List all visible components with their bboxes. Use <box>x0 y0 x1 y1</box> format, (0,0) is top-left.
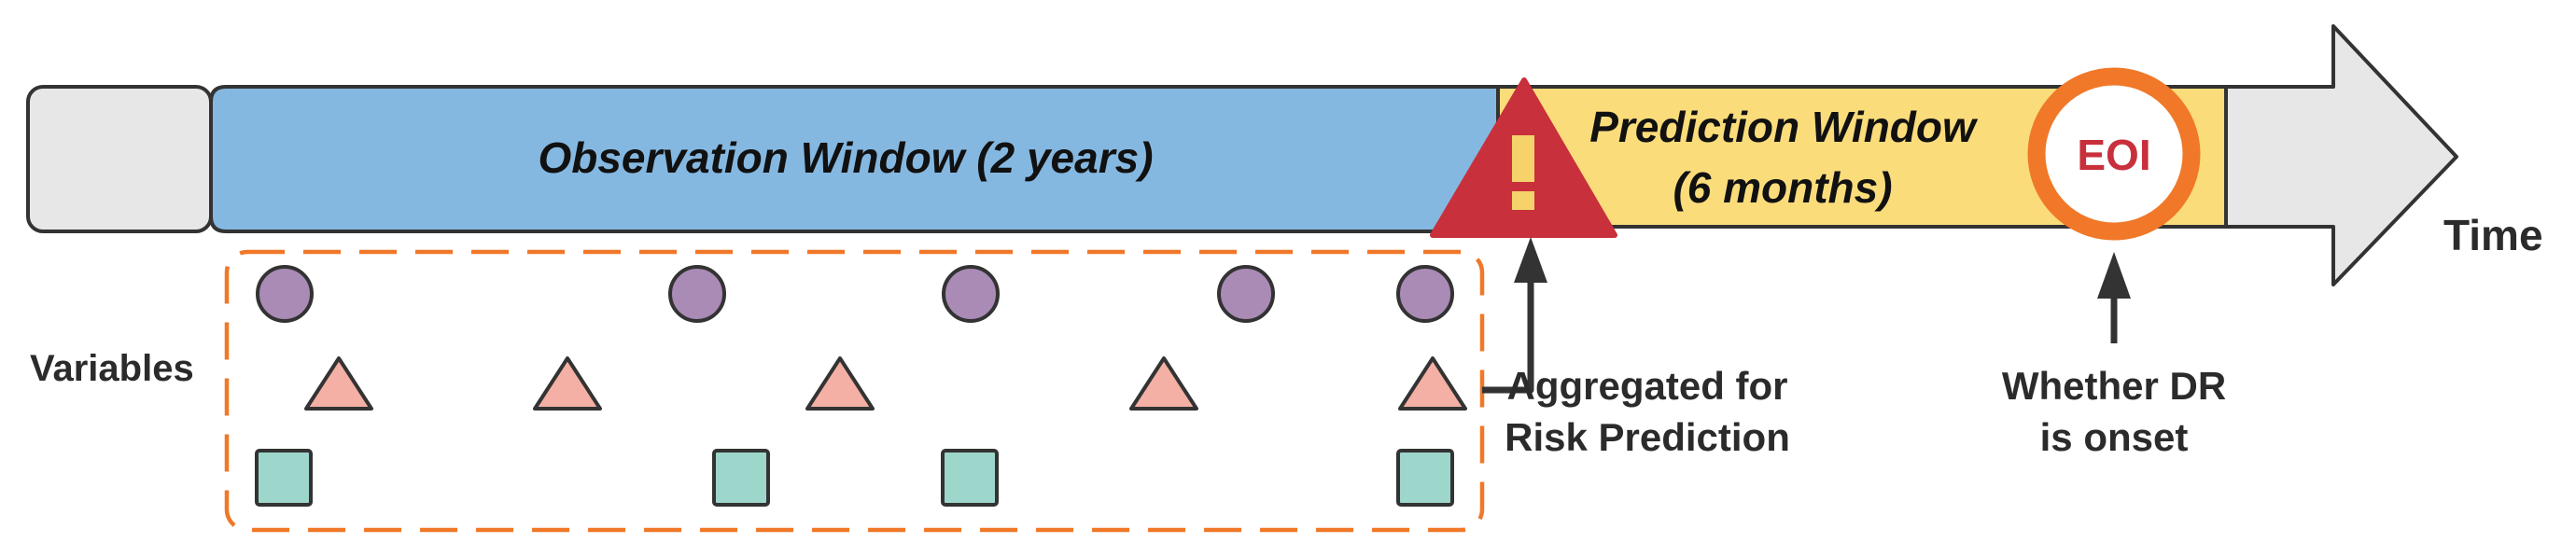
circle-variable-icon <box>942 265 1000 323</box>
aggregated-label-line1: Aggregated for <box>1506 364 1787 408</box>
circle-variable-icon <box>1396 265 1454 323</box>
prediction-window-label-line2: (6 months) <box>1673 163 1892 212</box>
triangle-variable-icon <box>805 356 875 411</box>
circle-variable-icon <box>256 265 314 323</box>
circle-variable-icon <box>668 265 726 323</box>
prediction-window-label-line1: Prediction Window <box>1589 103 1979 151</box>
outcome-label-line1: Whether DR <box>2002 364 2226 408</box>
pre-observation-block <box>26 85 213 233</box>
variables-label: Variables <box>30 348 194 389</box>
triangle-variables-row <box>304 356 1467 411</box>
aggregation-connector-arrow <box>1482 237 1547 394</box>
square-variable-icon <box>712 449 770 507</box>
square-variable-icon <box>255 449 313 507</box>
aggregated-label-line2: Risk Prediction <box>1505 415 1790 459</box>
square-variables-row <box>255 449 1454 507</box>
time-label: Time <box>2443 211 2543 259</box>
triangle-variable-icon <box>304 356 373 411</box>
square-variable-icon <box>941 449 999 507</box>
triangle-variable-icon <box>1398 356 1467 411</box>
triangle-variable-icon <box>1129 356 1198 411</box>
eoi-label: EOI <box>2077 131 2150 179</box>
square-variable-icon <box>1396 449 1454 507</box>
circle-variables-row <box>256 265 1454 323</box>
circle-variable-icon <box>1217 265 1275 323</box>
eoi-pointer-arrow <box>2097 252 2131 343</box>
outcome-label-line2: is onset <box>2040 415 2189 459</box>
observation-window-label: Observation Window (2 years) <box>538 133 1153 182</box>
eoi-ring-icon: EOI <box>2027 67 2201 241</box>
observation-window-band <box>209 85 1500 233</box>
triangle-variable-icon <box>533 356 602 411</box>
warning-triangle-icon <box>1430 77 1617 238</box>
